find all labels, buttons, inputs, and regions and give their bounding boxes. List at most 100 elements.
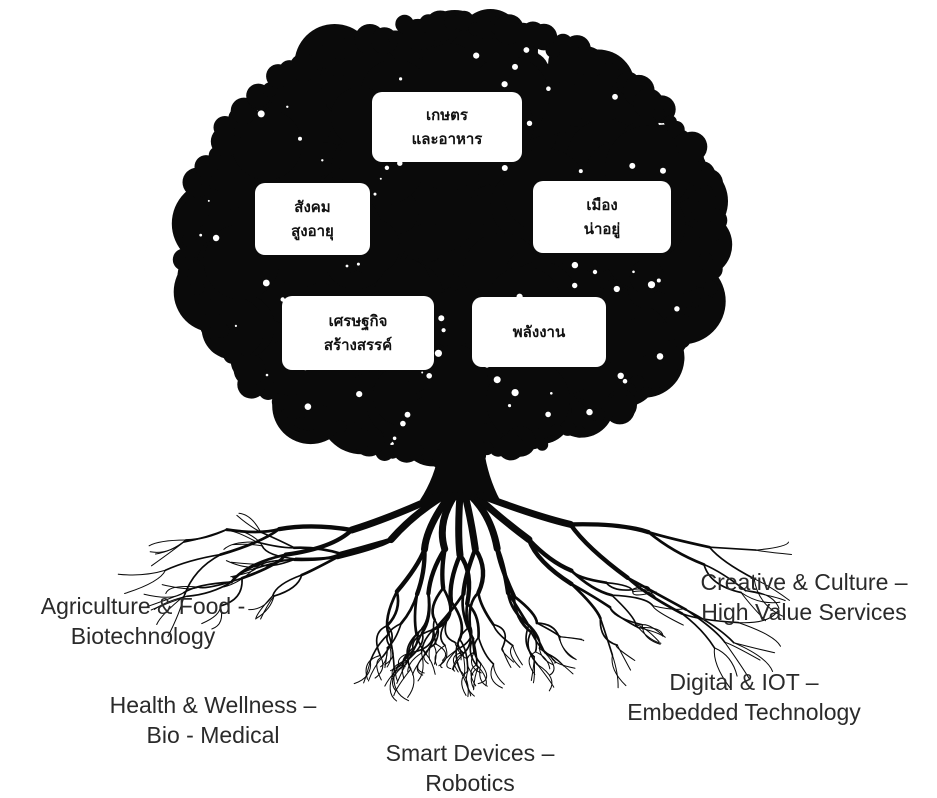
root-strand [420, 592, 431, 635]
root-strand [538, 647, 557, 664]
root-strand [713, 647, 738, 677]
root-strand [462, 652, 466, 675]
crown-edge-leaf [418, 441, 438, 461]
root-strand [559, 639, 577, 661]
root-strand [473, 546, 486, 595]
crown-gap [617, 372, 624, 379]
crown-gap [434, 349, 442, 357]
root-strand [461, 491, 479, 553]
root-strand [708, 546, 755, 580]
crown-edge-leaf [581, 417, 596, 432]
root-strand [724, 641, 761, 661]
root-label-creative-culture-line-1: Creative & Culture – [700, 569, 908, 595]
root-strand [703, 563, 742, 594]
root-strand [708, 546, 757, 551]
root-strand [470, 651, 482, 674]
tree-trunk [420, 395, 500, 500]
root-strand [538, 647, 554, 666]
root-strand [755, 541, 790, 551]
crown-gap [257, 110, 265, 118]
root-strand [261, 545, 297, 560]
root-strand [501, 647, 515, 663]
root-strand [615, 644, 636, 662]
root-strand [201, 605, 221, 625]
root-strand [737, 611, 778, 624]
crown-leaf-cluster [408, 223, 448, 262]
root-strand [451, 652, 465, 671]
root-label-creative-culture: Creative & Culture – High Value Services [676, 567, 932, 627]
root-strand [570, 582, 612, 609]
crown-edge-leaf [271, 393, 289, 411]
root-strand [684, 608, 735, 644]
crown-gap [622, 378, 628, 384]
crown-gap [421, 371, 424, 374]
crown-edge-leaf [454, 10, 474, 31]
root-strand [387, 491, 449, 544]
crown-gap [592, 269, 598, 275]
root-strand [394, 547, 427, 594]
root-strand [611, 654, 627, 687]
root-strand [536, 622, 561, 641]
crown-box-livable-city-line-1: เมือง [586, 196, 618, 214]
root-strand [459, 669, 469, 698]
root-strand [472, 637, 478, 666]
root-label-digital-iot-line-1: Digital & IOT – [669, 669, 819, 695]
root-label-health-wellness: Health & Wellness – Bio - Medical [82, 690, 344, 750]
root-strand [471, 491, 533, 544]
crown-box-agriculture-line-2: และอาหาร [411, 130, 483, 148]
crown-edge-leaf [698, 295, 716, 314]
root-strand [512, 645, 523, 666]
root-strand [611, 654, 619, 689]
root-strand [407, 668, 415, 698]
root-strand [412, 652, 427, 676]
root-strand [455, 491, 464, 559]
root-strand [753, 578, 790, 601]
root-strand [255, 595, 275, 619]
crown-box-aging-society-line-2: สูงอายุ [291, 222, 334, 240]
crown-gap [656, 278, 661, 283]
root-strand [197, 577, 243, 589]
crown-gap [356, 262, 360, 266]
root-strand [703, 563, 747, 592]
root-strand [211, 605, 223, 630]
root-strand [277, 524, 354, 533]
crown-gap [550, 392, 553, 395]
root-strand [149, 541, 185, 553]
root-strand [512, 594, 539, 625]
root-strand [568, 522, 651, 535]
root-strand [226, 530, 258, 543]
root-label-smart-devices-line-2: Robotics [425, 770, 515, 796]
root-strand [376, 656, 384, 681]
crown-gap [511, 389, 519, 397]
root-strand [605, 581, 633, 591]
root-strand [402, 647, 414, 668]
root-strand [391, 659, 409, 678]
root-strand [599, 617, 619, 647]
root-strand [568, 522, 630, 580]
root-strand [477, 636, 495, 665]
root-strand [375, 624, 389, 657]
root-label-smart-devices-line-1: Smart Devices – [385, 740, 555, 766]
crown-box-aging-society: สังคม สูงอายุ [255, 183, 370, 255]
crown-gap [345, 264, 349, 268]
root-strand [457, 627, 469, 654]
crown-box-creative-economy-line-2: สร้างสรรค์ [323, 336, 393, 354]
root-strand [468, 591, 480, 627]
root-strand [609, 606, 640, 629]
root-strand [737, 622, 782, 647]
root-label-health-wellness-line-1: Health & Wellness – [109, 692, 317, 718]
root-label-agriculture-food-line-2: Biotechnology [70, 623, 216, 649]
root-strand [421, 491, 454, 553]
crown-gap [512, 63, 518, 70]
crown-gap [373, 192, 377, 196]
crown-gap [586, 408, 593, 416]
root-strand [477, 663, 488, 685]
crown-gap [612, 93, 618, 100]
root-strand [477, 591, 495, 626]
root-strand [393, 670, 410, 702]
root-strand [458, 638, 469, 672]
root-label-digital-iot-line-2: Embedded Technology [627, 699, 861, 725]
root-strand [230, 565, 258, 578]
root-strand [338, 537, 394, 556]
crown-gap [632, 270, 635, 274]
